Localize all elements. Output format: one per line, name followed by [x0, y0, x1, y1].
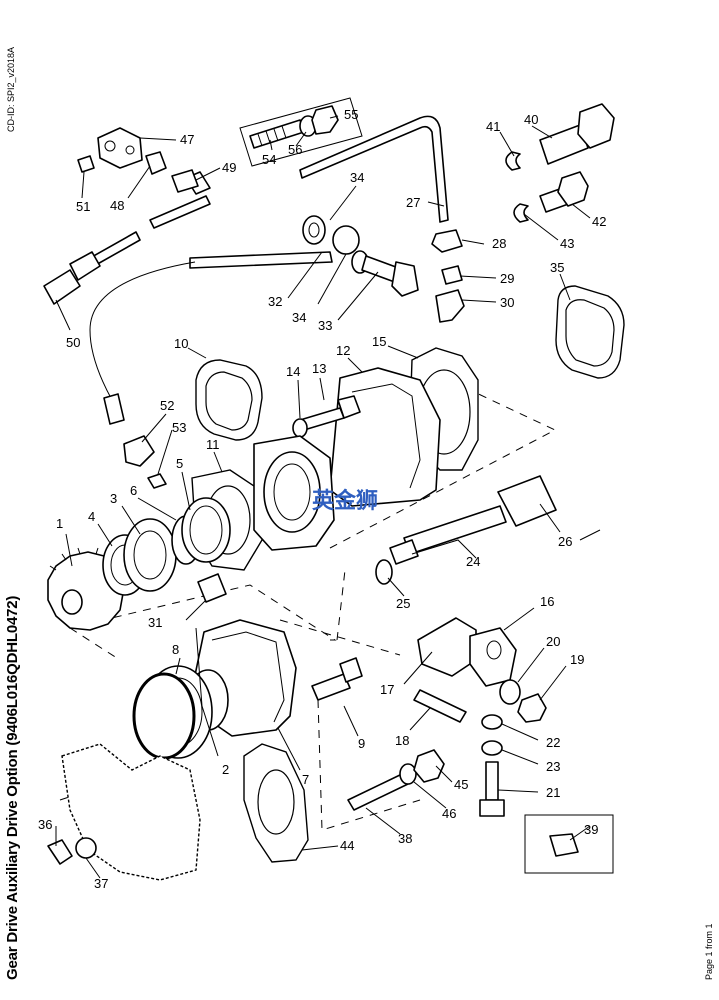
callout-50: 50 [66, 335, 80, 350]
callout-14: 14 [286, 364, 300, 379]
callout-numbers: 1 2 3 4 5 6 7 8 9 10 11 12 13 14 15 16 1… [38, 107, 606, 891]
callout-48: 48 [110, 198, 124, 213]
bolts-top-right [505, 103, 615, 223]
leader-lines [55, 115, 601, 879]
callout-29: 29 [500, 271, 514, 286]
callout-4: 4 [88, 509, 95, 524]
callout-28: 28 [492, 236, 506, 251]
callout-51: 51 [76, 199, 90, 214]
callout-21: 21 [546, 785, 560, 800]
callout-44: 44 [340, 838, 354, 853]
callout-38: 38 [398, 831, 412, 846]
callout-24: 24 [466, 554, 480, 569]
callout-31: 31 [148, 615, 162, 630]
callout-37: 37 [94, 876, 108, 891]
callout-33: 33 [318, 318, 332, 333]
callout-52: 52 [160, 398, 174, 413]
callout-34-repeat: 34 [292, 310, 306, 325]
callout-26: 26 [558, 534, 572, 549]
callout-54: 54 [262, 152, 276, 167]
oil-pipe-assembly [89, 115, 449, 425]
callout-16: 16 [540, 594, 554, 609]
callout-13: 13 [312, 361, 326, 376]
callout-55: 55 [344, 107, 358, 122]
callout-1: 1 [56, 516, 63, 531]
callout-11: 11 [206, 437, 220, 452]
callout-8: 8 [172, 642, 179, 657]
callout-36: 36 [38, 817, 52, 832]
gasket-10 [195, 359, 263, 441]
callout-45: 45 [454, 777, 468, 792]
callout-46: 46 [442, 806, 456, 821]
gasket-44 [243, 743, 309, 863]
callout-25: 25 [396, 596, 410, 611]
callout-30: 30 [500, 295, 514, 310]
gasket-35 [555, 285, 625, 379]
callout-23: 23 [546, 759, 560, 774]
callout-34: 34 [350, 170, 364, 185]
front-housing-7 [132, 619, 297, 760]
callout-2: 2 [222, 762, 229, 777]
callout-27: 27 [406, 195, 420, 210]
watermark: 英金狮 [312, 488, 378, 514]
gear-and-bearings [47, 435, 231, 631]
callout-32: 32 [268, 294, 282, 309]
fittings-top-left [43, 127, 199, 305]
callout-15: 15 [372, 334, 386, 349]
callout-3: 3 [110, 491, 117, 506]
callout-42: 42 [592, 214, 606, 229]
stud-38-group [347, 749, 445, 811]
bracket-16-17 [417, 617, 517, 687]
plug-31 [197, 573, 227, 603]
callout-49: 49 [222, 160, 236, 175]
callout-18: 18 [395, 733, 409, 748]
fasteners-right [413, 679, 547, 817]
callout-43: 43 [560, 236, 574, 251]
drive-shaft [375, 475, 557, 585]
housing-12 [292, 367, 441, 507]
callout-9: 9 [358, 736, 365, 751]
pipe-fittings-right [431, 229, 465, 323]
plug-39-box [524, 814, 614, 874]
callout-39: 39 [584, 822, 598, 837]
callout-20: 20 [546, 634, 560, 649]
callout-56: 56 [288, 142, 302, 157]
cover-plate [47, 743, 201, 881]
bolt-9 [311, 657, 363, 701]
callout-12: 12 [336, 343, 350, 358]
callout-35: 35 [550, 260, 564, 275]
stud-nut-group [239, 97, 363, 167]
callout-7: 7 [302, 772, 309, 787]
callout-22: 22 [546, 735, 560, 750]
callout-5: 5 [176, 456, 183, 471]
callout-53: 53 [172, 420, 186, 435]
callout-10: 10 [174, 336, 188, 351]
callout-47: 47 [180, 132, 194, 147]
callout-6: 6 [130, 483, 137, 498]
callout-17: 17 [380, 682, 394, 697]
callout-41: 41 [486, 119, 500, 134]
callout-19: 19 [570, 652, 584, 667]
callout-40: 40 [524, 112, 538, 127]
banjo-bolt-group [302, 215, 419, 297]
